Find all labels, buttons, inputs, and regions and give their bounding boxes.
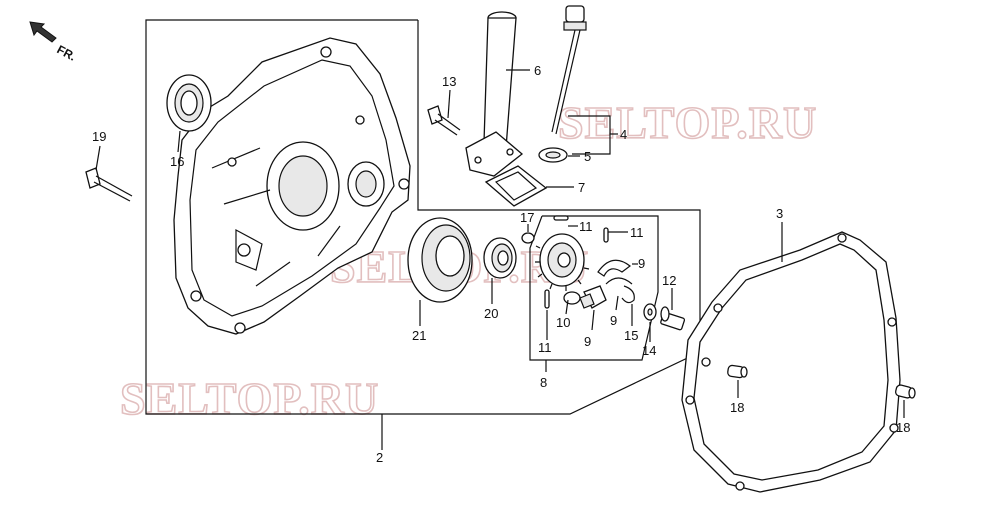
oil-filler-tube-6 (465, 11, 524, 177)
leader-9-c (615, 295, 619, 311)
front-direction-arrow-icon (29, 21, 57, 43)
callout-4: 4 (620, 127, 627, 142)
gasket-7 (484, 165, 548, 207)
bearing-20 (483, 237, 517, 279)
dipstick-4 (551, 5, 587, 135)
callout-2: 2 (376, 450, 383, 465)
assembly-bracket-2 (145, 19, 701, 415)
callout-5: 5 (584, 149, 591, 164)
pin-11-c (544, 289, 550, 309)
callout-18-a: 18 (730, 400, 744, 415)
callout-7: 7 (578, 180, 585, 195)
clip-15 (621, 285, 635, 304)
bearing-21 (407, 217, 473, 303)
oil-seal-16 (166, 74, 212, 132)
leader-13 (447, 89, 451, 119)
callout-15: 15 (624, 328, 638, 343)
leader-19 (95, 145, 101, 171)
governor-gear-10 (535, 233, 590, 305)
governor-weight-9 (597, 259, 633, 285)
watermark-top: SELTOP.RU (558, 97, 817, 148)
bolt-13 (427, 105, 461, 136)
callout-20: 20 (484, 306, 498, 321)
callout-16: 16 (170, 154, 184, 169)
callout-12: 12 (662, 273, 676, 288)
o-ring-5 (538, 147, 568, 163)
dowel-pin-18-b (894, 384, 916, 399)
callout-11-a: 11 (579, 219, 593, 234)
bracket-4 (568, 115, 611, 155)
governor-slider-9 (579, 285, 607, 309)
leader-16 (177, 130, 181, 153)
governor-shaft-12 (660, 306, 686, 331)
callout-11-c: 11 (538, 340, 552, 355)
callout-14: 14 (642, 343, 656, 358)
callout-11-b: 11 (630, 225, 644, 240)
pin-11-b (603, 227, 609, 243)
watermark-bottom: SELTOP.RU (120, 373, 379, 424)
callout-21: 21 (412, 328, 426, 343)
bracket-8 (529, 215, 659, 361)
washer-17 (521, 232, 535, 244)
callout-6: 6 (534, 63, 541, 78)
callout-19: 19 (92, 129, 106, 144)
gasket-3 (681, 231, 901, 493)
washer-14 (643, 303, 657, 321)
callout-9-c: 9 (610, 313, 617, 328)
dowel-pin-18-a (727, 364, 748, 379)
callout-9-a: 9 (584, 334, 591, 349)
pin-11-a (553, 215, 569, 221)
callout-9-b: 9 (638, 256, 645, 271)
callout-10: 10 (556, 315, 570, 330)
callout-13: 13 (442, 74, 456, 89)
leader-9-a (591, 309, 595, 331)
callout-18-b: 18 (896, 420, 910, 435)
callout-17: 17 (520, 210, 534, 225)
leader-10 (565, 299, 569, 315)
crankcase-cover (173, 37, 411, 335)
direction-label: FR. (55, 42, 79, 63)
bolt-19 (85, 167, 133, 202)
callout-3: 3 (776, 206, 783, 221)
callout-8: 8 (540, 375, 547, 390)
